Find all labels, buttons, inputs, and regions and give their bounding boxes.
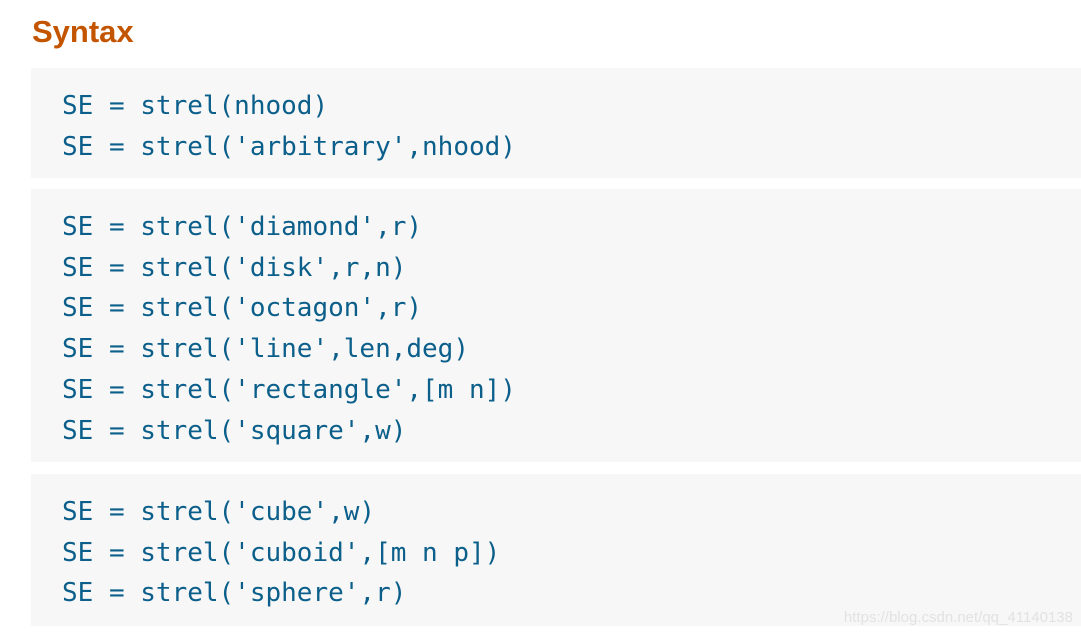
code-line: SE = strel('arbitrary',nhood) (62, 131, 516, 162)
code-line: SE = strel('diamond',r) (62, 212, 423, 242)
code-block-basic: SE = strel(nhood) SE = strel('arbitrary'… (31, 68, 1081, 178)
code-line: SE = strel('cuboid',[m n p]) (62, 537, 501, 568)
section-heading: Syntax (32, 14, 134, 49)
code-line: SE = strel('octagon',r) (62, 293, 423, 324)
code-line: SE = strel('square',w) (62, 415, 407, 446)
code-line: SE = strel(nhood) (62, 91, 329, 121)
code-line: SE = strel('sphere',r) (62, 578, 407, 609)
code-block-2d-shapes: SE = strel('diamond',r) SE = strel('disk… (31, 189, 1081, 462)
watermark: https://blog.csdn.net/qq_41140138 (843, 609, 1073, 626)
code-line: SE = strel('disk',r,n) (62, 252, 407, 283)
code-line: SE = strel('rectangle',[m n]) (62, 374, 516, 405)
code-line: SE = strel('cube',w) (62, 497, 376, 527)
code-line: SE = strel('line',len,deg) (62, 334, 469, 365)
code-block-3d-shapes: SE = strel('cube',w) SE = strel('cuboid'… (31, 474, 1081, 626)
